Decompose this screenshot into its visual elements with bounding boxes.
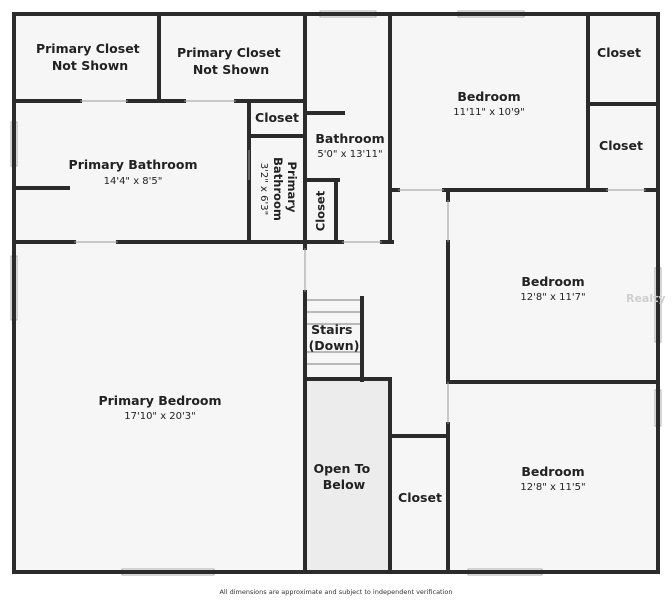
room-name-primary-bedroom: Primary Bedroom [98, 393, 221, 408]
room-dims-primary-bathroom-small: 3'2" x 6'3" [258, 163, 269, 215]
open-to-below-area [307, 380, 389, 572]
disclaimer-text: All dimensions are approximate and subje… [219, 588, 453, 596]
room-label-open-to-below: Open To Below [313, 461, 374, 492]
room-dims-bathroom: 5'0" x 13'11" [317, 149, 382, 160]
room-name-bedroom-ne: Bedroom [457, 89, 520, 104]
room-name-bedroom-e-mid: Bedroom [521, 274, 584, 289]
room-name-closet-bottom: Closet [398, 490, 442, 505]
room-name-bedroom-se: Bedroom [521, 464, 584, 479]
room-name-closet-ne-1: Closet [597, 45, 641, 60]
room-name-closet-vertical: Closet [314, 190, 328, 231]
door-lines [74, 100, 646, 424]
room-label: Primary Closet Not Shown [36, 41, 144, 73]
room-name-closet-ne-2: Closet [599, 138, 643, 153]
room-dims-primary-bathroom: 14'4" x 8'5" [104, 176, 163, 187]
room-dims-bedroom-se: 12'8" x 11'5" [520, 482, 585, 493]
room-labels: Primary Closet Not Shown Primary Closet … [36, 41, 643, 505]
room-label: Primary Closet Not Shown [177, 45, 285, 77]
room-dims-bedroom-ne: 11'11" x 10'9" [453, 107, 525, 118]
room-label-stairs: Stairs (Down) [309, 322, 360, 353]
room-dims-bedroom-e-mid: 12'8" x 11'7" [520, 292, 585, 303]
room-label-primary-bathroom-small: Primary Bathroom [271, 157, 299, 221]
stairs-treads [307, 299, 360, 365]
room-name-bathroom: Bathroom [315, 131, 384, 146]
watermark-logo: Realty [626, 292, 666, 305]
room-name-closet-small-top: Closet [255, 110, 299, 125]
walls [12, 12, 660, 574]
room-name-primary-bathroom: Primary Bathroom [69, 157, 198, 172]
room-dims-primary-bedroom: 17'10" x 20'3" [124, 411, 196, 422]
